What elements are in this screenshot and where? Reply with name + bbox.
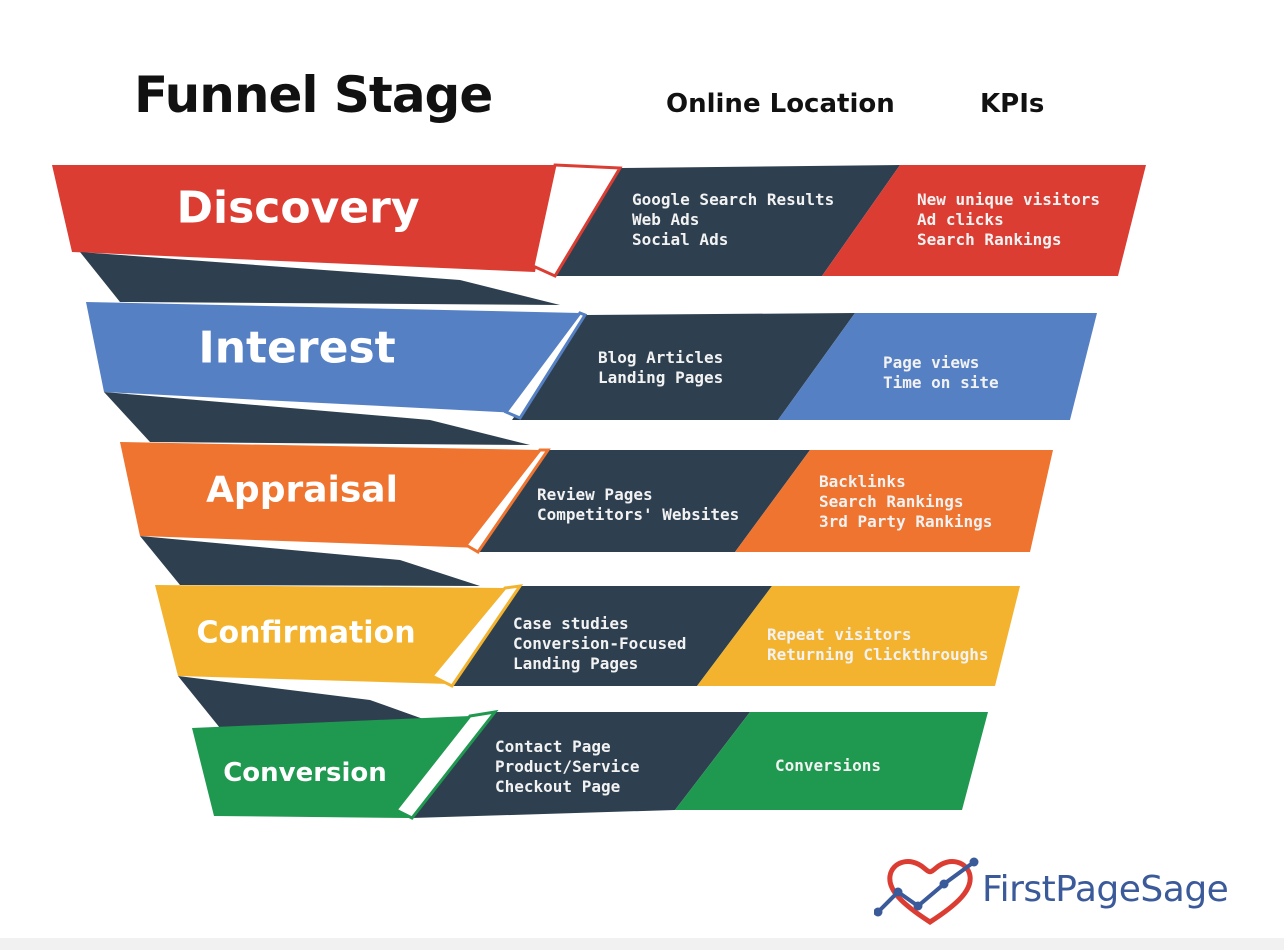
discovery-fold (531, 163, 623, 278)
confirmation-stage-band (155, 585, 505, 684)
kpi-item: Backlinks (819, 472, 906, 491)
interest-connector (80, 252, 560, 305)
discovery-stage-band (52, 165, 555, 272)
interest-kpi-band (778, 313, 1097, 420)
heart-chart-icon (873, 857, 979, 925)
appraisal-location-band (478, 450, 810, 552)
bottom-strip (0, 938, 1284, 950)
kpi-item: New unique visitors (917, 190, 1101, 209)
kpi-item: Ad clicks (917, 210, 1004, 229)
interest-stage-label: Interest (198, 322, 396, 374)
brand-logo (873, 852, 1234, 932)
kpi-item: Time on site (883, 373, 999, 392)
discovery-stage-label: Discovery (176, 182, 420, 234)
location-item: Contact Page (495, 737, 611, 756)
conversion-stage-label: Conversion (223, 758, 387, 788)
kpi-item: Search Rankings (819, 492, 964, 511)
kpi-item: 3rd Party Rankings (819, 512, 993, 531)
interest-fold (503, 311, 588, 420)
confirmation-location-band (452, 586, 772, 686)
appraisal-fold (463, 448, 551, 554)
location-item: Google Search Results (632, 190, 835, 209)
confirmation-stage-label: Confirmation (196, 615, 416, 651)
location-item: Product/Service (495, 757, 640, 776)
kpis-heading: KPIs (980, 89, 1045, 119)
location-item: Competitors' Websites (537, 505, 740, 524)
kpi-item: Returning Clickthroughs (767, 645, 989, 664)
location-item: Landing Pages (513, 654, 639, 673)
location-item: Checkout Page (495, 777, 621, 796)
appraisal-connector (104, 392, 530, 445)
location-item: Web Ads (632, 210, 700, 229)
conversion-connector (178, 676, 440, 728)
location-item: Conversion-Focused (513, 634, 687, 653)
confirmation-fold (429, 584, 524, 688)
kpi-item: Page views (883, 353, 980, 372)
appraisal-stage-label: Appraisal (206, 469, 398, 511)
discovery-kpi-band (822, 165, 1146, 276)
location-item: Blog Articles (598, 348, 724, 367)
location-item: Case studies (513, 614, 629, 633)
interest-location-band (512, 313, 855, 420)
discovery-location-band (555, 165, 900, 276)
kpi-item: Repeat visitors (767, 625, 912, 644)
location-item: Review Pages (537, 485, 653, 504)
appraisal-stage-band (120, 442, 540, 548)
conversion-kpis: Conversions (775, 756, 881, 776)
interest-stage-band (86, 302, 580, 413)
appraisal-kpi-band (735, 450, 1053, 552)
conversion-kpi-band (675, 712, 988, 810)
conversion-fold (393, 709, 499, 820)
funnel-stage-heading: Funnel Stage (134, 66, 493, 124)
conversion-location-band (412, 712, 750, 818)
kpi-item: Conversions (775, 756, 881, 775)
location-item: Landing Pages (598, 368, 724, 387)
confirmation-kpi-band (697, 586, 1020, 686)
kpi-item: Search Rankings (917, 230, 1062, 249)
location-item: Social Ads (632, 230, 729, 249)
conversion-stage-band (192, 716, 470, 818)
online-location-heading: Online Location (666, 89, 895, 119)
brand-name: FirstPageSage (982, 869, 1229, 910)
confirmation-connector (140, 536, 480, 586)
